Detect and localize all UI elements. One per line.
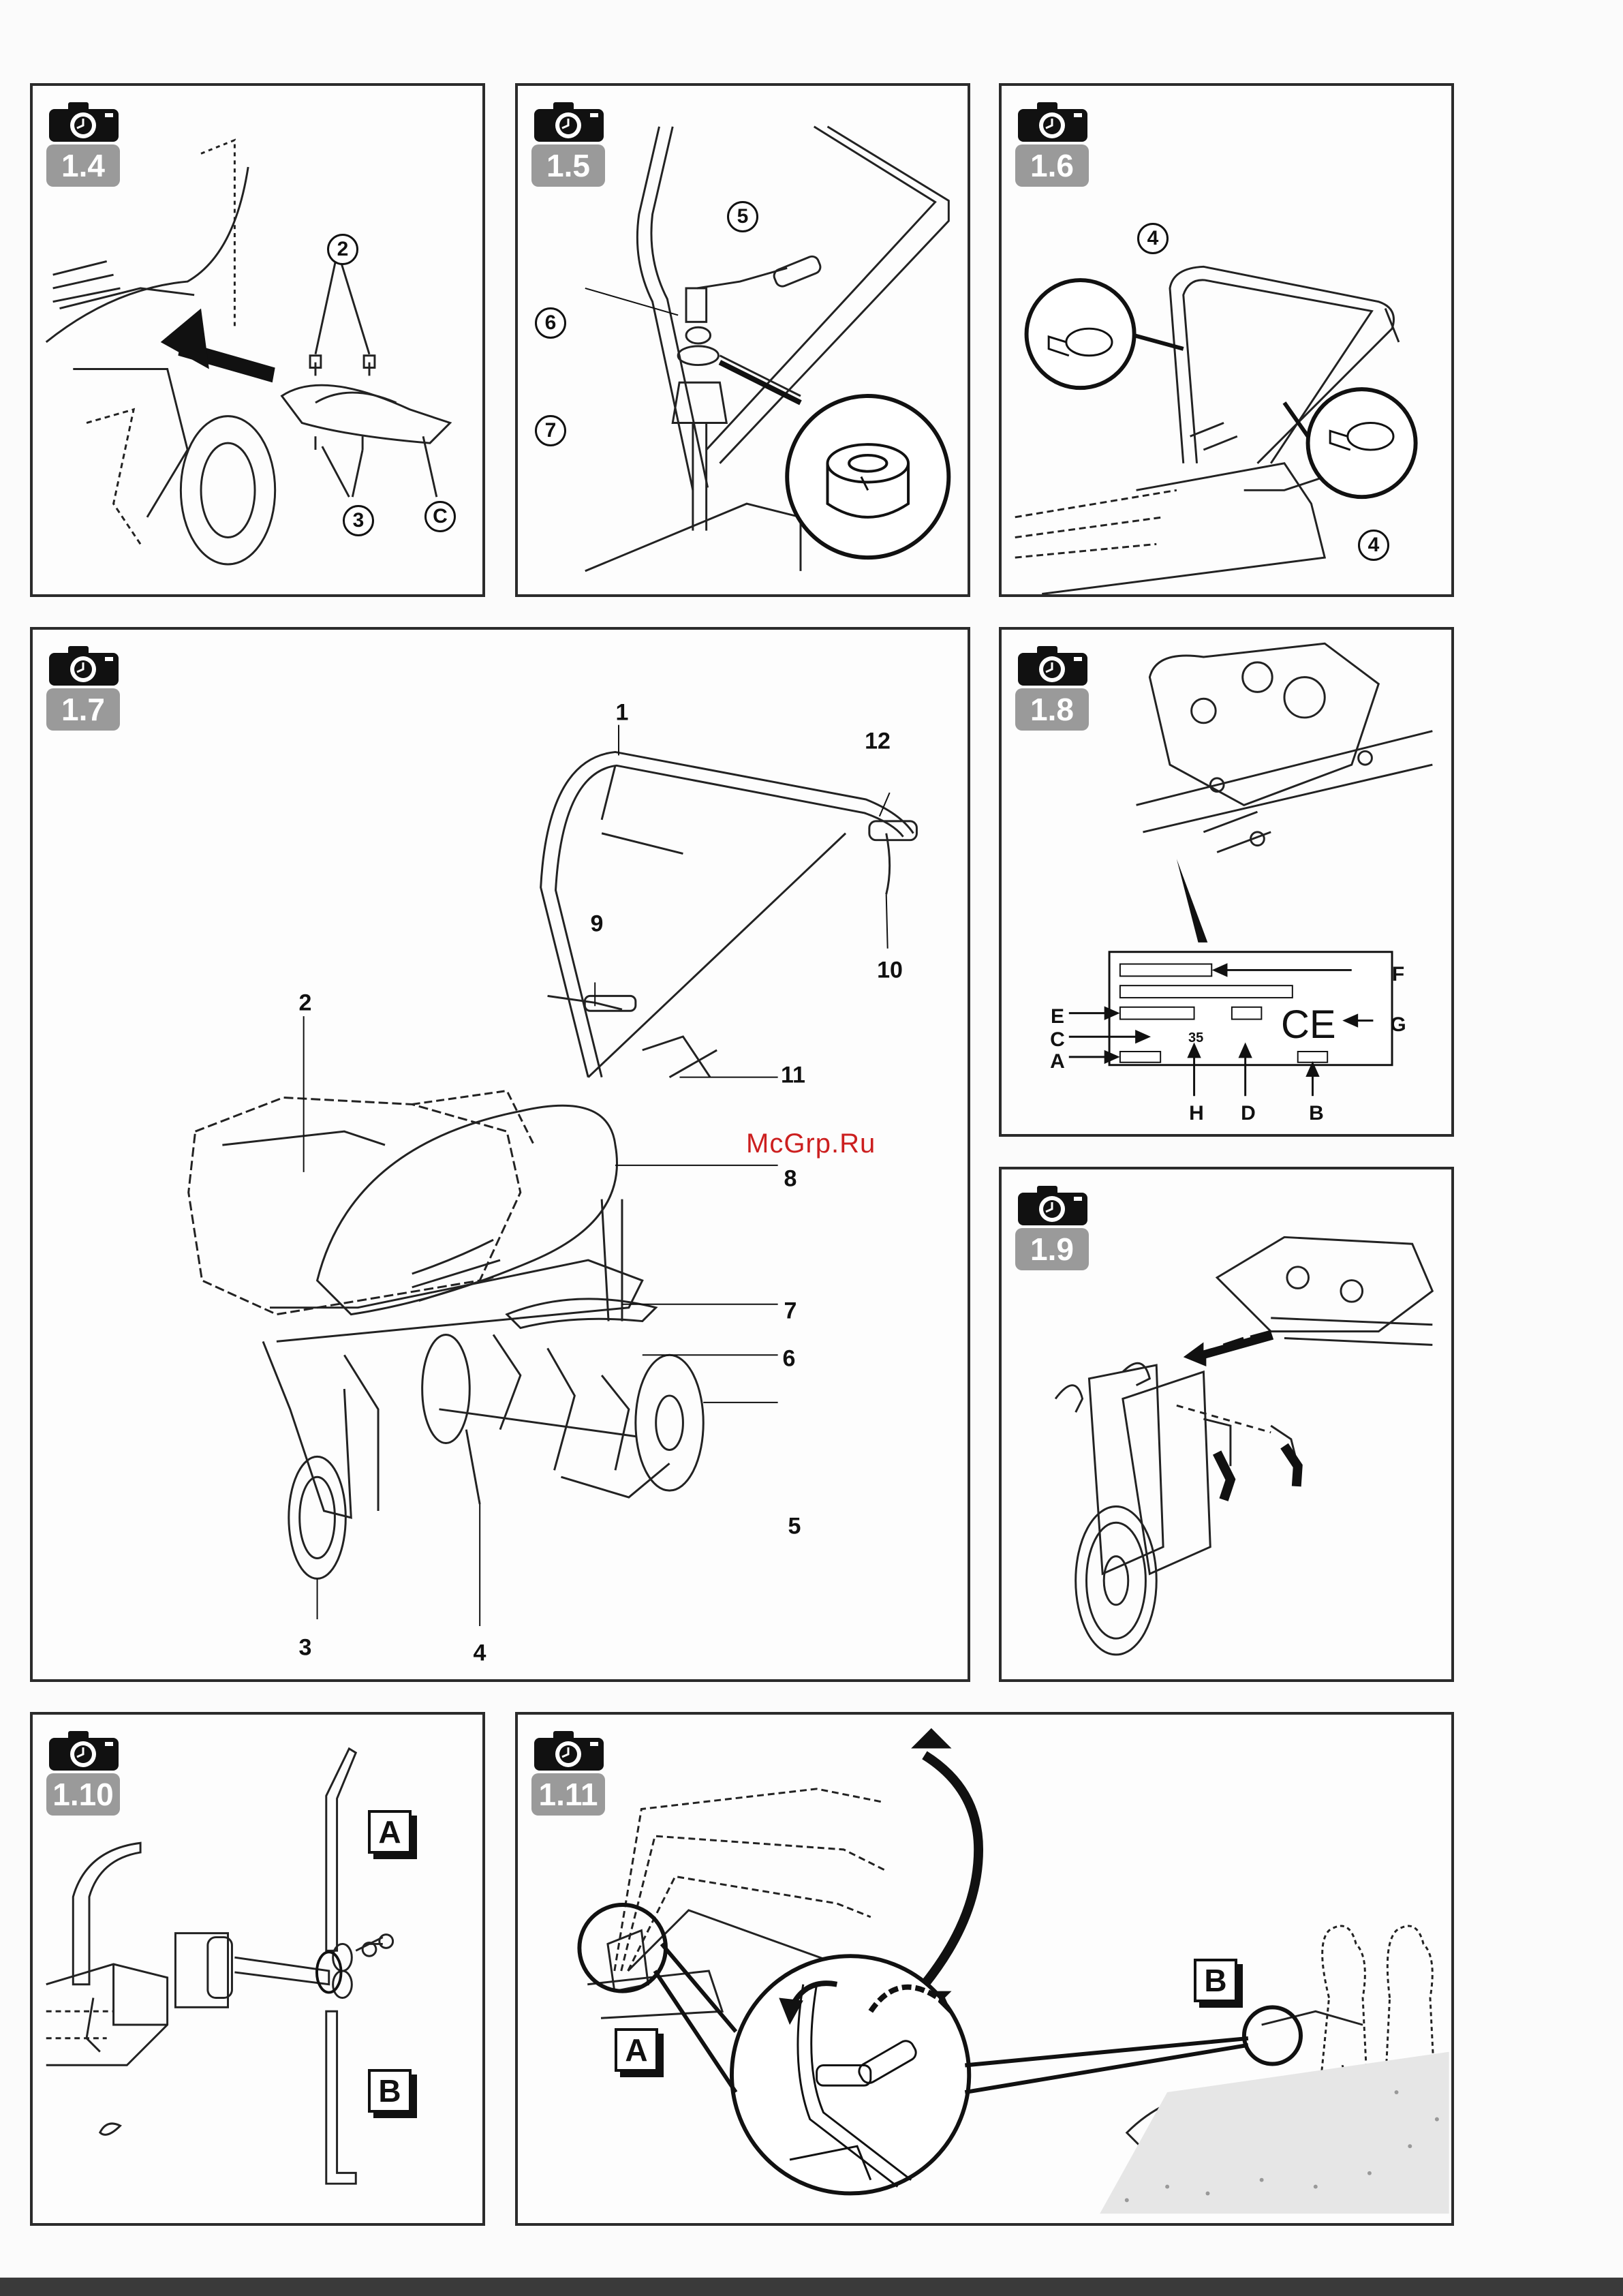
panel-1-4: 1.4 2 3 C <box>30 83 485 597</box>
illustration-handle-clips <box>1002 86 1451 594</box>
callout-5: 5 <box>727 201 758 232</box>
callout-8: 8 <box>784 1166 797 1193</box>
panel-1-10: 1.10 A B <box>30 1712 485 2226</box>
callout-11: 11 <box>781 1062 805 1089</box>
callout-12: 12 <box>865 729 891 755</box>
panel-1-9: 1.9 <box>999 1167 1454 1682</box>
plate-label-b: B <box>1309 1102 1324 1125</box>
panel-1-8: 1.8 <box>999 627 1454 1137</box>
callout-6: 6 <box>783 1346 796 1373</box>
illustration-transport-wheel <box>1002 1169 1451 1679</box>
plate-label-e: E <box>1051 1005 1064 1028</box>
plate-label-d: D <box>1241 1102 1256 1125</box>
plate-serial-number: 35 <box>1188 1030 1203 1046</box>
plate-label-f: F <box>1392 963 1404 986</box>
illustration-stake-mount <box>33 1715 482 2223</box>
plate-label-c: C <box>1050 1028 1065 1052</box>
label-a: A <box>368 1810 412 1854</box>
callout-2: 2 <box>327 234 358 265</box>
panel-1-5: 1.5 5 6 7 <box>515 83 970 597</box>
callout-4-top: 4 <box>1137 223 1169 254</box>
illustration-handle-swivel <box>518 1715 1451 2223</box>
label-b: B <box>1194 1959 1237 2002</box>
illustration-fender-assembly <box>33 86 482 594</box>
plate-label-g: G <box>1390 1013 1406 1037</box>
plate-label-h: H <box>1189 1102 1204 1125</box>
illustration-handle-height-adjust <box>518 86 968 594</box>
callout-5: 5 <box>788 1514 801 1540</box>
illustration-rating-plate <box>1002 630 1451 1134</box>
label-a: A <box>615 2028 658 2072</box>
callout-2: 2 <box>299 990 312 1017</box>
page-footer-bar <box>0 2278 1623 2296</box>
label-b: B <box>368 2069 412 2113</box>
callout-7: 7 <box>535 415 566 446</box>
plate-label-a: A <box>1050 1050 1065 1073</box>
callout-c: C <box>424 501 456 532</box>
callout-4: 4 <box>474 1640 486 1667</box>
ce-mark: CE <box>1281 1002 1336 1047</box>
callout-9: 9 <box>591 911 604 938</box>
watermark: McGrp.Ru <box>746 1129 876 1159</box>
callout-4-bottom: 4 <box>1358 530 1389 561</box>
panel-1-6: 1.6 4 4 <box>999 83 1454 597</box>
panel-1-11: 1.11 <box>515 1712 1454 2226</box>
callout-7: 7 <box>784 1298 797 1325</box>
callout-3: 3 <box>343 505 374 536</box>
callout-10: 10 <box>877 958 903 984</box>
callout-6: 6 <box>535 307 566 339</box>
callout-3: 3 <box>299 1635 312 1662</box>
callout-1: 1 <box>616 700 629 726</box>
